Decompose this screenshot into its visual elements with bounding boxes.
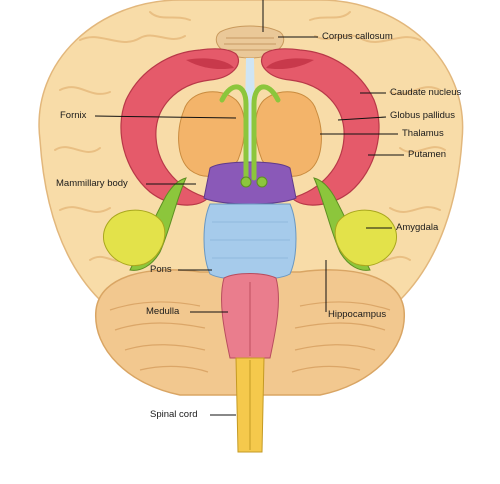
label-corpus-callosum: Corpus callosum xyxy=(322,31,393,42)
label-thalamus: Thalamus xyxy=(402,128,444,139)
amygdala-left xyxy=(103,209,166,266)
label-putamen: Putamen xyxy=(408,149,447,160)
thalamus-right xyxy=(255,91,322,177)
label-fornix: Fornix xyxy=(60,110,87,121)
label-medulla: Medulla xyxy=(146,306,180,317)
caudate-nucleus-right xyxy=(260,48,380,206)
label-hippocampus: Hippocampus xyxy=(328,309,387,320)
label-amygdala: Amygdala xyxy=(396,222,439,233)
mammillary-body-left xyxy=(240,176,252,188)
caudate-nucleus-left xyxy=(120,48,240,206)
label-caudate-nucleus: Caudate nucleus xyxy=(390,87,462,98)
thalamus-left xyxy=(178,91,245,177)
fornix xyxy=(219,84,281,181)
mammillary-body-right xyxy=(256,176,268,188)
label-pons: Pons xyxy=(150,264,172,275)
cerebellum-folds xyxy=(109,301,391,373)
label-spinal-cord: Spinal cord xyxy=(150,409,198,420)
label-mammillary-body: Mammillary body xyxy=(56,178,128,189)
leader-lines xyxy=(94,0,404,416)
amygdala-right xyxy=(334,209,397,266)
pons xyxy=(203,203,297,281)
label-globus-pallidus: Globus pallidus xyxy=(390,110,455,121)
